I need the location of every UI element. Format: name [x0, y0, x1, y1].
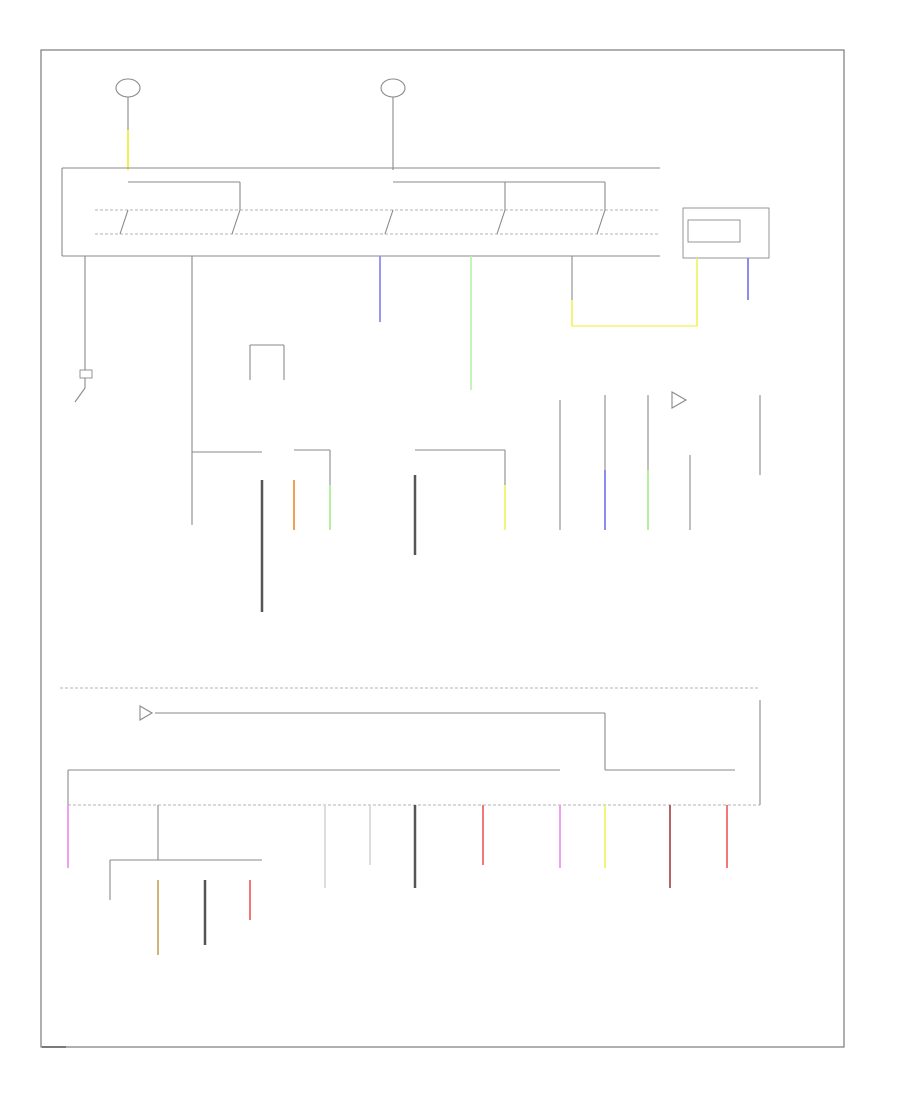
- fuse-group-center: [293, 449, 331, 530]
- bottom-bus: [67, 700, 761, 806]
- circuit-branch-left: [74, 256, 93, 403]
- circuit-branch-2: [191, 256, 285, 612]
- battery-fusible-link-left: [115, 78, 141, 170]
- fuse-group-right: [559, 391, 761, 530]
- diagram-frame: [40, 49, 845, 1048]
- ipdm-relay-block: [61, 167, 660, 257]
- battery-fusible-link-right: [380, 78, 406, 170]
- circuit-branch-4: [413, 256, 506, 555]
- control-module-top-right: [571, 207, 770, 327]
- bottom-branches: [67, 805, 728, 955]
